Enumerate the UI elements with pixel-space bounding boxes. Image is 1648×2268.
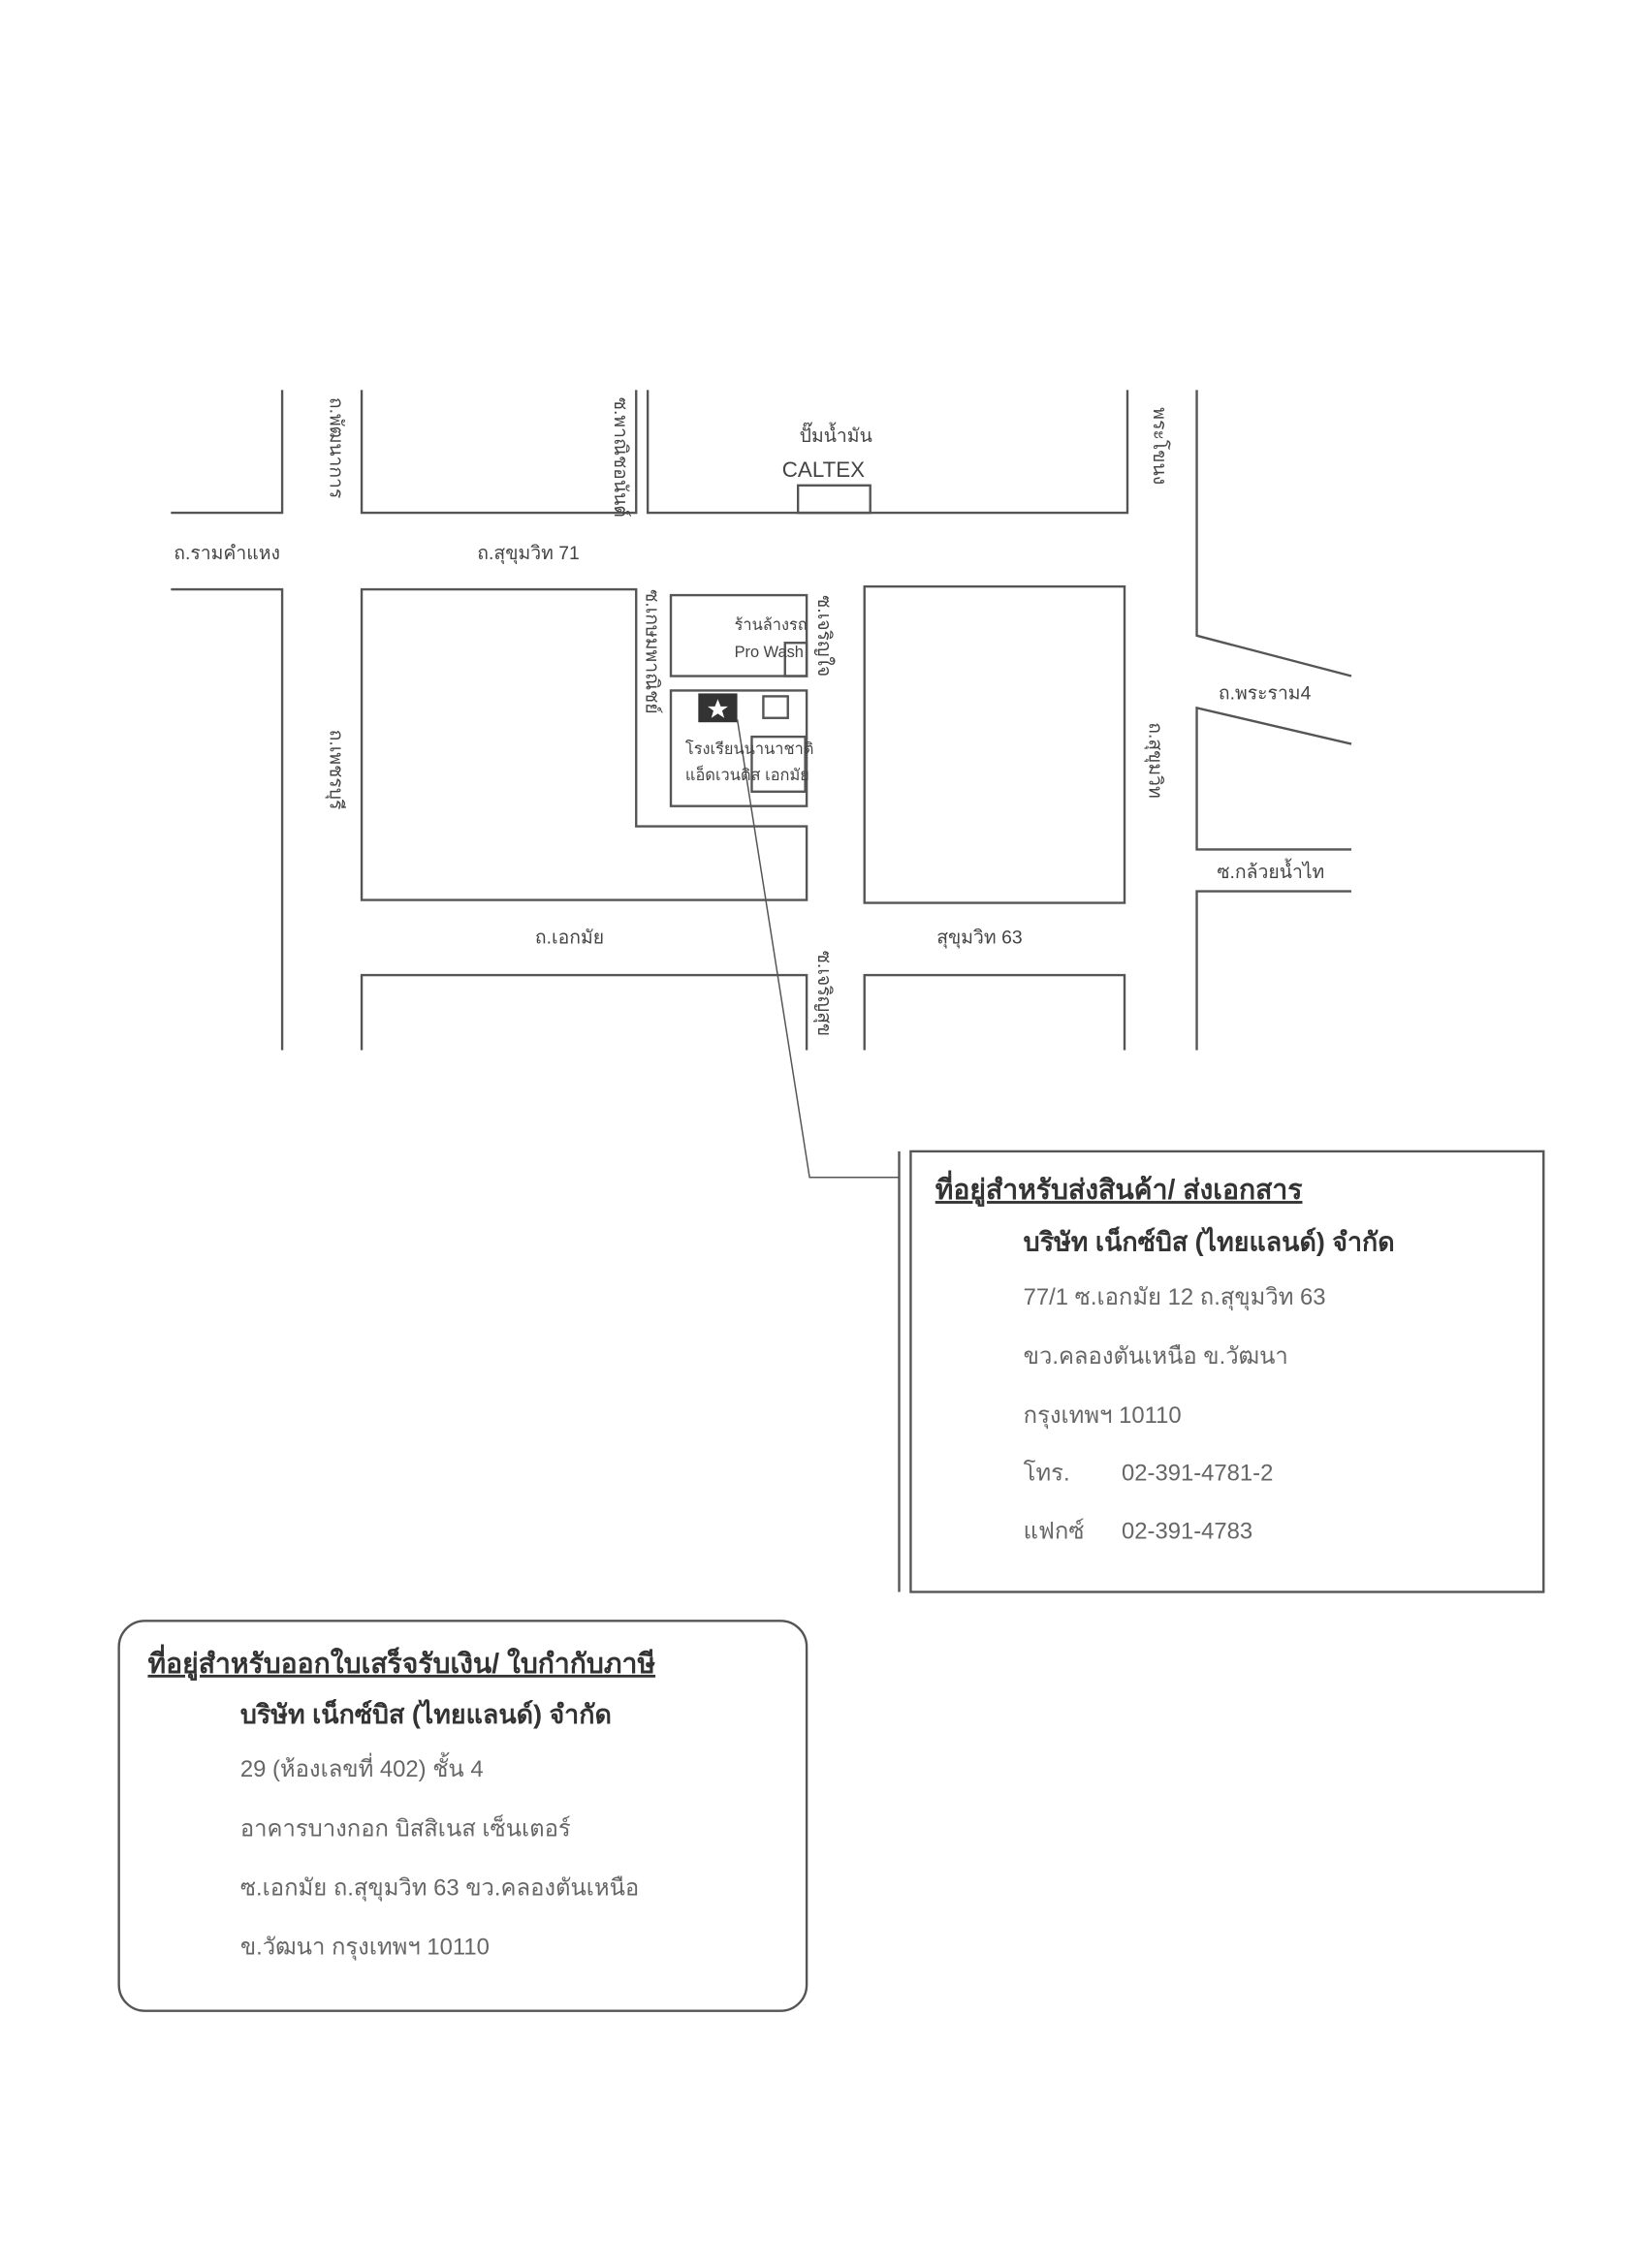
block-outline <box>360 973 808 1051</box>
shipping-line: ขว.คลองตันเหนือ ข.วัฒนา <box>1024 1343 1288 1370</box>
road-edge <box>1195 706 1352 851</box>
road-label: ถ.พัฒนาการ <box>325 397 346 498</box>
landmark-label: ร้านล้างรถ <box>735 616 808 634</box>
road-label: ซ.เกษมพาณิชย์ <box>642 589 664 713</box>
box-border <box>909 1150 1545 1593</box>
road-edge <box>171 390 284 515</box>
fax-label: แฟกซ์ <box>1024 1517 1085 1544</box>
road-edge <box>1195 390 1352 677</box>
leader-line <box>736 719 900 1179</box>
tel-number: 02-391-4781-2 <box>1122 1461 1273 1487</box>
street-map: ถ.รามคำแหง ถ.สุขุมวิท 71 ถ.พัฒนาการ ซ.พา… <box>171 390 1352 1179</box>
landmark-label: แอ็ดเวนติส เอกมัย <box>685 765 809 784</box>
block-outline <box>863 584 1126 904</box>
road-edge <box>360 390 638 515</box>
landmark-label: CALTEX <box>782 457 865 482</box>
road-label: ถ.สุขุมวิท <box>1143 722 1165 799</box>
school-block <box>669 689 808 807</box>
block-outline <box>360 587 808 901</box>
shipping-company: บริษัท เน็กซ์บิส (ไทยแลนด์) จำกัด <box>1024 1226 1395 1257</box>
caltex-building <box>796 484 872 515</box>
road-edge <box>171 587 284 1051</box>
shipping-title: ที่อยู่สำหรับส่งสินค้า/ ส่งเอกสาร <box>935 1170 1303 1207</box>
road-edge <box>1195 890 1352 1051</box>
road-label: ซ.เจริญสุข <box>812 951 835 1036</box>
road-label: ถ.พระราม4 <box>1219 682 1312 704</box>
road-label: ซ.กล้วยน้ำไท <box>1217 858 1324 883</box>
road-label: ซ.เจริญใจ <box>813 595 836 677</box>
billing-line: 29 (ห้องเลขที่ 402) ชั้น 4 <box>240 1752 484 1782</box>
prowash-block <box>669 593 808 677</box>
box-border <box>117 1620 808 2012</box>
prowash-building <box>783 642 808 677</box>
road-label: ซ.พาณิชอนันต์ <box>610 397 632 518</box>
block-outline <box>863 973 1126 1051</box>
road-label: ถ.รามคำแหง <box>174 543 280 564</box>
road-label: ถ.เพชรบุรี <box>324 730 346 810</box>
shipping-line: 77/1 ซ.เอกมัย 12 ถ.สุขุมวิท 63 <box>1024 1284 1326 1310</box>
road-label: ถ.สุขุมวิท 71 <box>477 543 579 565</box>
billing-line: ข.วัฒนา กรุงเทพฯ 10110 <box>240 1935 490 1961</box>
shipping-address-box: ที่อยู่สำหรับส่งสินค้า/ ส่งเอกสาร บริษัท… <box>898 1150 1545 1593</box>
road-label: สุขุมวิท 63 <box>936 927 1022 949</box>
billing-line: ซ.เอกมัย ถ.สุขุมวิท 63 ขว.คลองตันเหนือ <box>240 1874 639 1901</box>
landmark-label: Pro Wash <box>735 644 804 661</box>
billing-address-box: ที่อยู่สำหรับออกใบเสร็จรับเงิน/ ใบกำกับภ… <box>117 1620 808 2012</box>
school-building <box>762 695 789 719</box>
fax-number: 02-391-4783 <box>1122 1518 1252 1544</box>
tel-label: โทร. <box>1024 1460 1070 1487</box>
school-building <box>750 735 807 793</box>
road-label: พระโขนง <box>1149 407 1171 485</box>
billing-line: อาคารบางกอก บิสสิเนส เซ็นเตอร์ <box>240 1813 571 1842</box>
billing-company: บริษัท เน็กซ์บิส (ไทยแลนด์) จำกัด <box>240 1698 612 1729</box>
road-label: ถ.เอกมัย <box>535 927 604 948</box>
landmark-label: ปั๊มน้ำมัน <box>800 422 872 447</box>
billing-title: ที่อยู่สำหรับออกใบเสร็จรับเงิน/ ใบกำกับภ… <box>147 1644 655 1681</box>
shipping-line: กรุงเทพฯ 10110 <box>1024 1402 1182 1429</box>
road-edge <box>646 390 1129 515</box>
star-icon <box>698 693 738 723</box>
landmark-label: โรงเรียนนานาชาติ <box>685 740 813 758</box>
